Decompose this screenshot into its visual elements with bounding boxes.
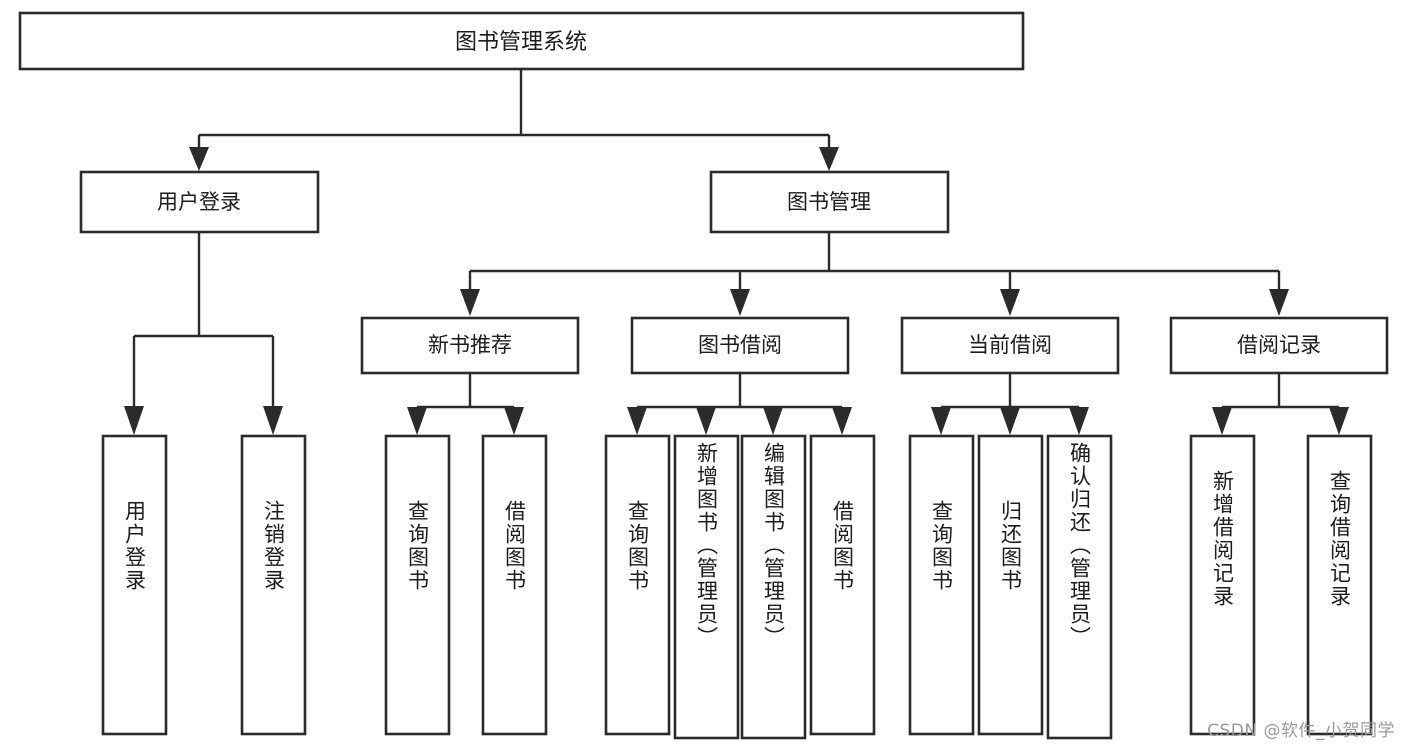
- leaf-box-confirm-return[interactable]: [1046, 434, 1113, 740]
- root-box: [18, 11, 1025, 71]
- node-book-borrow[interactable]: 图书借阅: [630, 316, 850, 375]
- root-label: 图书管理系统: [455, 30, 587, 55]
- leaf-box-borrow-book-2[interactable]: [809, 434, 876, 736]
- arrowhead-leaf-add-book: [696, 407, 716, 435]
- leaf-box-add-book[interactable]: [673, 434, 740, 740]
- book-management-label: 图书管理: [787, 190, 871, 214]
- arrowhead-leaf-query-record: [1329, 407, 1349, 435]
- arrowhead-new-book-recommend: [460, 289, 480, 316]
- arrowhead-leaf-user-logout: [263, 406, 283, 435]
- arrowhead-leaf-query-book-3: [931, 407, 951, 435]
- node-book-management[interactable]: 图书管理: [709, 170, 950, 234]
- book-borrow-label: 图书借阅: [698, 333, 782, 357]
- arrowhead-leaf-add-record: [1212, 407, 1232, 435]
- leaf-box-query-book-2[interactable]: [604, 434, 671, 736]
- arrowhead-leaf-confirm-return: [1069, 407, 1089, 435]
- arrowhead-leaf-query-book-1: [407, 407, 427, 435]
- arrowhead-current-borrow: [1000, 289, 1020, 316]
- new-book-recommend-box: [360, 316, 580, 375]
- leaf-box-return-book[interactable]: [977, 434, 1044, 736]
- arrowhead-leaf-borrow-book-1: [504, 407, 524, 435]
- arrowhead-leaf-query-book-2: [627, 407, 647, 435]
- leaf-box-add-record[interactable]: [1189, 434, 1256, 736]
- user-login-label: 用户登录: [157, 190, 241, 214]
- current-borrow-label: 当前借阅: [968, 333, 1052, 357]
- node-current-borrow[interactable]: 当前借阅: [900, 316, 1120, 375]
- node-user-login[interactable]: 用户登录: [79, 170, 320, 234]
- leaf-box-user-logout[interactable]: [240, 434, 307, 736]
- leaf-box-query-book-1[interactable]: [384, 434, 451, 736]
- leaf-box-edit-book[interactable]: [740, 434, 807, 740]
- borrow-record-label: 借阅记录: [1237, 333, 1321, 357]
- csdn-watermark: CSDN @软件_小贺同学: [1207, 721, 1395, 741]
- book-management-box: [709, 170, 950, 234]
- current-borrow-box: [900, 316, 1120, 375]
- leaf-box-borrow-book-1[interactable]: [481, 434, 548, 736]
- leaf-box-query-record[interactable]: [1306, 434, 1373, 736]
- new-book-recommend-label: 新书推荐: [428, 333, 512, 357]
- book-borrow-box: [630, 316, 850, 375]
- arrowhead-leaf-edit-book: [763, 407, 783, 435]
- arrowhead-borrow-record: [1269, 289, 1289, 316]
- arrowhead-book-management: [819, 147, 839, 171]
- leaf-box-query-book-3[interactable]: [908, 434, 975, 736]
- arrowhead-user-login: [189, 147, 209, 171]
- arrowhead-leaf-user-login: [124, 406, 144, 435]
- arrowhead-leaf-borrow-book-2: [832, 407, 852, 435]
- arrowhead-book-borrow: [730, 289, 750, 316]
- arrowhead-leaf-return-book: [1000, 407, 1020, 435]
- node-root[interactable]: 图书管理系统: [18, 11, 1025, 71]
- node-borrow-record[interactable]: 借阅记录: [1169, 316, 1389, 375]
- borrow-record-box: [1169, 316, 1389, 375]
- node-new-book-recommend[interactable]: 新书推荐: [360, 316, 580, 375]
- leaf-box-user-login[interactable]: [101, 434, 168, 736]
